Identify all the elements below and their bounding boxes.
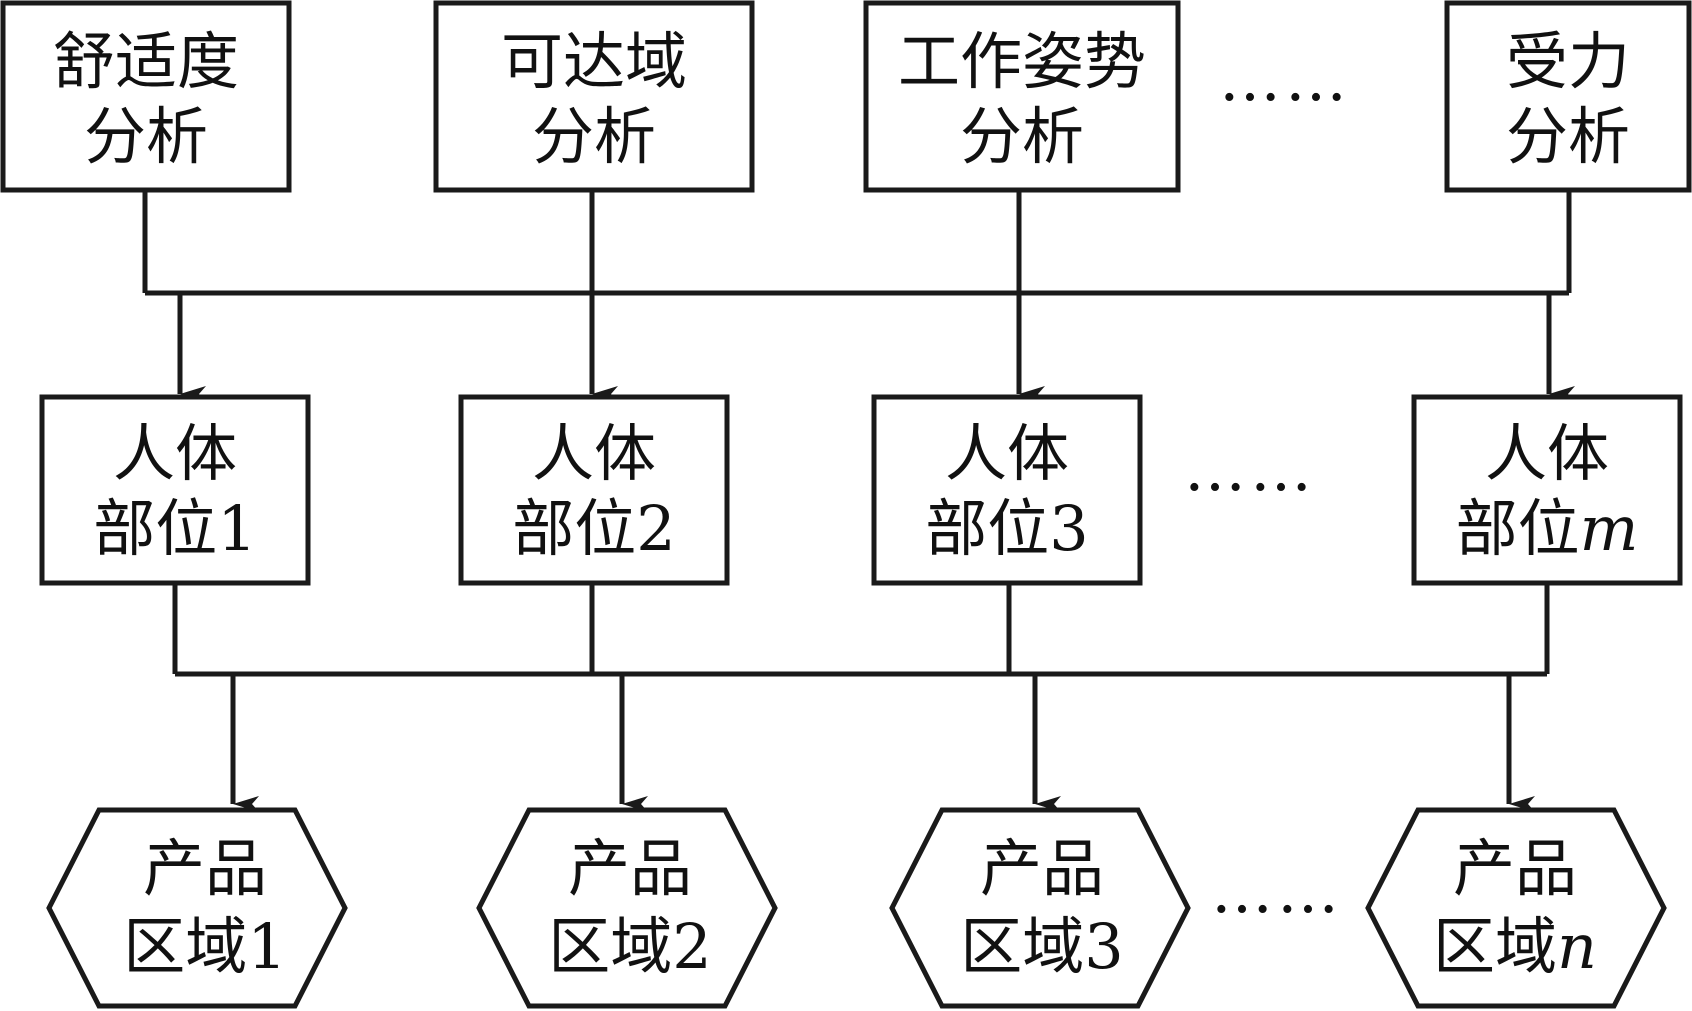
product-region-1-line2: 区域1	[123, 910, 286, 983]
body-part-1-line1: 人体	[113, 417, 237, 490]
body-part-3-line1: 人体	[945, 417, 1069, 490]
body-part-box-2: 人体 部位2	[458, 394, 730, 586]
analysis-box-force: 受力 分析	[1444, 0, 1692, 193]
analysis-ellipsis: ……	[1219, 42, 1351, 115]
product-region-hex-1: 产品 区域1	[46, 807, 348, 1009]
body-part-ellipsis: ……	[1184, 432, 1316, 505]
product-region-ellipsis: ……	[1211, 854, 1343, 927]
product-region-1-line1: 产品	[143, 832, 267, 905]
analysis-box-force-line1: 受力	[1506, 25, 1630, 98]
body-part-box-3: 人体 部位3	[871, 394, 1143, 586]
product-region-3-line2: 区域3	[960, 910, 1123, 983]
product-region-3-line1: 产品	[980, 832, 1104, 905]
product-region-2-line2: 区域2	[548, 910, 711, 983]
analysis-box-reach-line2: 分析	[532, 100, 656, 173]
product-region-n-line2: 区域n	[1433, 910, 1597, 983]
product-region-n-line1: 产品	[1453, 832, 1577, 905]
body-part-m-line2: 部位m	[1456, 492, 1639, 565]
analysis-box-comfort-line2: 分析	[84, 100, 208, 173]
body-part-1-line2: 部位1	[93, 492, 256, 565]
product-region-2-line1: 产品	[568, 832, 692, 905]
body-part-2-line2: 部位2	[512, 492, 675, 565]
body-part-3-line2: 部位3	[925, 492, 1088, 565]
top-connectors	[142, 190, 1575, 402]
analysis-box-posture-line2: 分析	[960, 100, 1084, 173]
product-region-hex-n: 产品 区域n	[1365, 807, 1667, 1009]
product-region-hex-3: 产品 区域3	[889, 807, 1191, 1009]
body-part-box-1: 人体 部位1	[39, 394, 311, 586]
bottom-connectors	[172, 583, 1550, 812]
analysis-box-reach-line1: 可达域	[501, 25, 687, 98]
analysis-box-comfort-line1: 舒适度	[53, 25, 239, 98]
analysis-box-comfort: 舒适度 分析	[0, 0, 292, 193]
body-part-box-m: 人体 部位m	[1411, 394, 1683, 586]
product-region-hex-2: 产品 区域2	[476, 807, 778, 1009]
body-part-2-line1: 人体	[532, 417, 656, 490]
analysis-box-force-line2: 分析	[1506, 100, 1630, 173]
analysis-box-posture-line1: 工作姿势	[898, 25, 1146, 98]
analysis-box-reach: 可达域 分析	[433, 0, 755, 193]
body-part-m-line1: 人体	[1485, 417, 1609, 490]
analysis-box-posture: 工作姿势 分析	[863, 0, 1181, 193]
